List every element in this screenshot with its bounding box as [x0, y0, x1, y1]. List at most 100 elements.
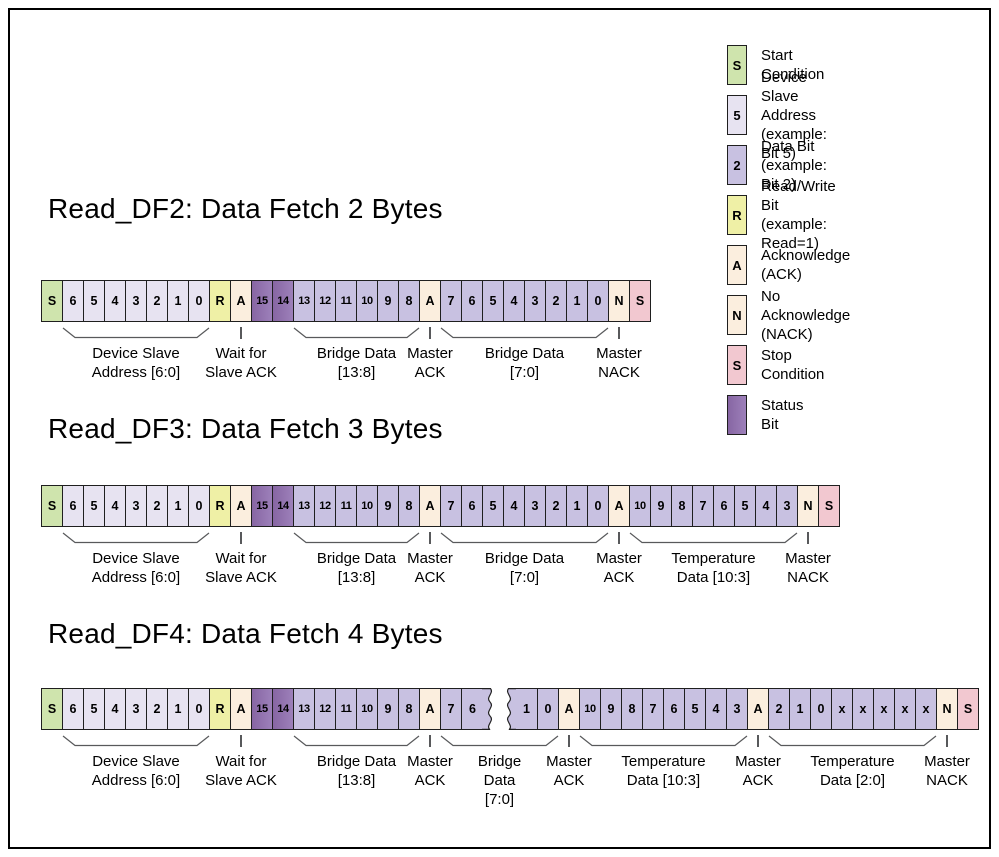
group-tick	[618, 327, 620, 339]
cell-address: 4	[104, 688, 126, 730]
group-tick	[946, 735, 948, 747]
group-tick	[240, 735, 242, 747]
cell-data: 3	[726, 688, 748, 730]
cell-ack: A	[747, 688, 769, 730]
cell-address: 0	[188, 280, 210, 322]
cell-data: x	[894, 688, 916, 730]
legend-label: Read/Write Bit (example: Read=1)	[761, 178, 836, 252]
group-label: Master NACK	[596, 345, 642, 381]
cell-data: 6	[461, 688, 483, 730]
group-label: Bridge Data [13:8]	[316, 345, 397, 381]
cell-data: 4	[755, 485, 777, 527]
cell-data: 9	[600, 688, 622, 730]
section-title-read-df2: Read_DF2: Data Fetch 2 Bytes	[48, 193, 443, 224]
cell-ack: A	[419, 688, 441, 730]
cell-data: 8	[398, 280, 420, 322]
cell-data: 0	[587, 280, 609, 322]
cell-data: 0	[587, 485, 609, 527]
cell-data: 13	[293, 688, 315, 730]
cell-ack: A	[230, 688, 252, 730]
group-brace	[293, 735, 420, 747]
cell-address: 1	[167, 280, 189, 322]
cell-read_write: R	[209, 280, 231, 322]
group-label: Master NACK	[924, 753, 970, 789]
legend-label: Data Bit (example: Bit 2)	[761, 137, 827, 193]
cell-data: 7	[440, 485, 462, 527]
cell-data: 9	[377, 485, 399, 527]
group-label: Device Slave Address [6:0]	[91, 550, 181, 586]
cell-data: 10	[356, 485, 378, 527]
cell-address: 6	[62, 280, 84, 322]
group-label: Master ACK	[546, 753, 592, 789]
group-label: Bridge Data [13:8]	[316, 550, 397, 586]
cell-data: 9	[377, 688, 399, 730]
cell-ack: N	[797, 485, 819, 527]
legend-swatch-read_write: R	[727, 195, 747, 235]
cell-data: x	[915, 688, 937, 730]
cell-data: 1	[789, 688, 811, 730]
cell-ack: N	[608, 280, 630, 322]
cell-address: 4	[104, 280, 126, 322]
group-brace	[440, 327, 609, 339]
cell-ack: A	[419, 280, 441, 322]
cell-data: 1	[566, 280, 588, 322]
cell-address: 2	[146, 280, 168, 322]
group-brace	[579, 735, 748, 747]
legend-swatch-data: 2	[727, 145, 747, 185]
group-label: Device Slave Address [6:0]	[91, 753, 181, 789]
legend-swatch-ack: A	[727, 245, 747, 285]
cell-start: S	[41, 688, 63, 730]
group-tick	[429, 735, 431, 747]
cell-data: x	[831, 688, 853, 730]
group-label: Master NACK	[785, 550, 831, 586]
cell-data: 0	[810, 688, 832, 730]
cell-ack: A	[419, 485, 441, 527]
cell-status: 15	[251, 688, 273, 730]
cell-data: 5	[482, 280, 504, 322]
cell-start: S	[41, 485, 63, 527]
group-brace	[440, 735, 559, 747]
group-tick	[568, 735, 570, 747]
sequence-break-tear	[482, 688, 517, 730]
cell-ack: N	[936, 688, 958, 730]
group-label: Temperature Data [10:3]	[621, 753, 706, 789]
cell-ack: A	[230, 485, 252, 527]
cell-data: 8	[621, 688, 643, 730]
cell-data: 10	[629, 485, 651, 527]
cell-data: 1	[516, 688, 538, 730]
cell-address: 6	[62, 485, 84, 527]
cell-read_write: R	[209, 485, 231, 527]
cell-data: 4	[705, 688, 727, 730]
cell-data: 10	[356, 688, 378, 730]
group-tick	[429, 532, 431, 544]
cell-data: 4	[503, 280, 525, 322]
cell-data: 10	[356, 280, 378, 322]
group-brace	[62, 327, 210, 339]
group-tick	[240, 327, 242, 339]
cell-data: 6	[461, 280, 483, 322]
cell-data: 7	[692, 485, 714, 527]
cell-data: 3	[524, 280, 546, 322]
cell-data: 6	[663, 688, 685, 730]
legend-item: 2 Data Bit (example: Bit 2)	[727, 138, 827, 193]
cell-data: 7	[440, 280, 462, 322]
group-tick	[618, 532, 620, 544]
cell-data: 6	[713, 485, 735, 527]
legend-swatch-status	[727, 395, 747, 435]
cell-data: x	[873, 688, 895, 730]
group-tick	[240, 532, 242, 544]
cell-address: 5	[83, 280, 105, 322]
legend-label: Acknowledge (ACK)	[761, 247, 851, 283]
cell-data: 2	[768, 688, 790, 730]
cell-data: 11	[335, 280, 357, 322]
cell-data: 5	[482, 485, 504, 527]
cell-address: 4	[104, 485, 126, 527]
cell-status: 14	[272, 485, 294, 527]
cell-address: 3	[125, 688, 147, 730]
group-brace	[62, 532, 210, 544]
